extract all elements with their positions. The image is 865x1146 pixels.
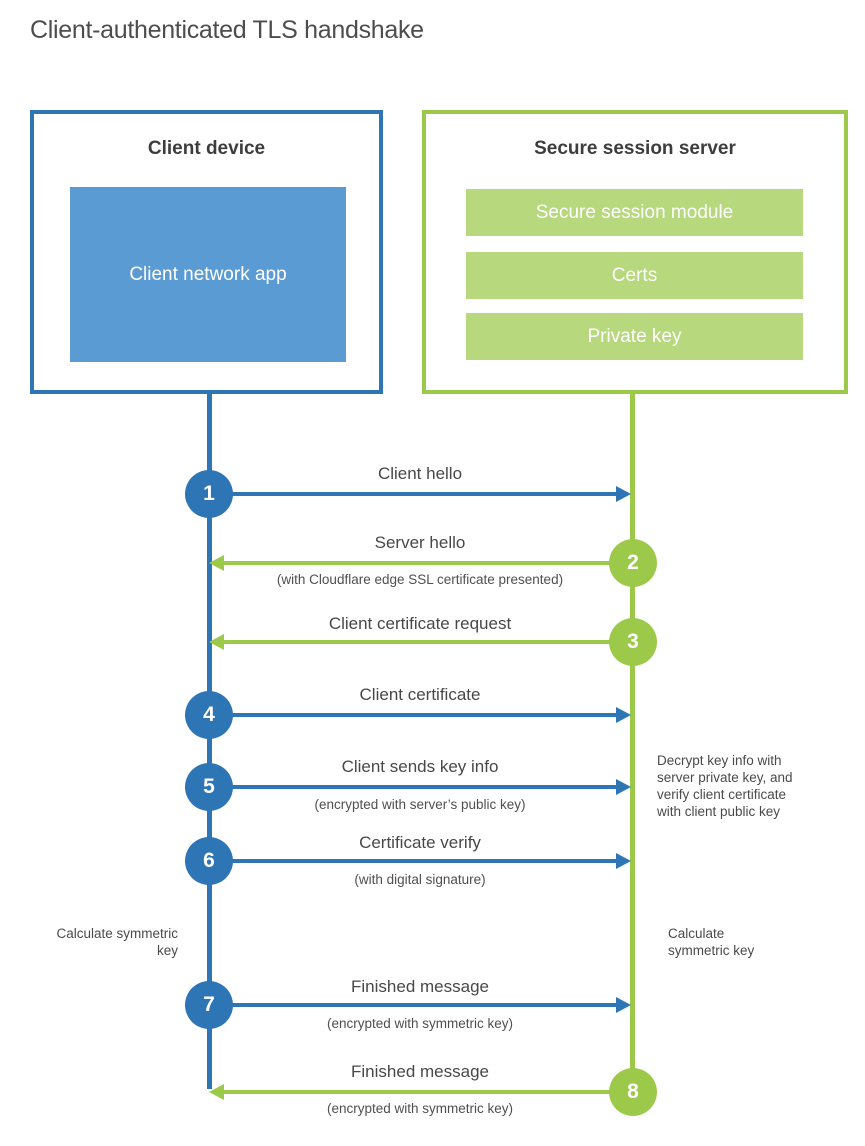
step3-label: Client certificate request: [328, 614, 512, 633]
step2-sublabel: (with Cloudflare edge SSL certificate pr…: [276, 572, 564, 587]
client-network-app-label: Client network app: [129, 263, 287, 285]
step3-arrowhead-icon: [209, 634, 224, 650]
step2-circle: 2: [609, 539, 657, 587]
step6-arrow-line: [209, 859, 616, 863]
decrypt-note-line: server private key, and: [657, 770, 793, 785]
step6-arrowhead-icon: [616, 853, 631, 869]
step3-arrow-line: [224, 640, 633, 644]
step7-arrowhead-icon: [616, 997, 631, 1013]
server-lifeline: [630, 392, 635, 1092]
step5-arrow-line: [209, 785, 616, 789]
step8-label: Finished message: [351, 1062, 489, 1081]
step7-label: Finished message: [351, 977, 489, 996]
step5-arrowhead-icon: [616, 779, 631, 795]
step5-label: Client sends key info: [341, 757, 499, 776]
client-network-app-box: Client network app: [70, 187, 346, 362]
decrypt-note-line: verify client certificate: [657, 787, 787, 802]
step1-circle: 1: [185, 470, 233, 518]
step1-label: Client hello: [377, 464, 463, 483]
step4-label: Client certificate: [359, 685, 481, 704]
decrypt-note-line: with client public key: [657, 804, 781, 819]
step4-arrow-line: [209, 713, 616, 717]
step8-circle: 8: [609, 1068, 657, 1116]
client-device-title: Client device: [147, 138, 266, 159]
server-module-certs: Certs: [466, 252, 803, 299]
step8-sublabel: (encrypted with symmetric key): [326, 1101, 514, 1116]
step5-circle: 5: [185, 763, 233, 811]
step4-circle: 4: [185, 691, 233, 739]
step2-label: Server hello: [374, 533, 466, 552]
step2-arrow-line: [224, 561, 633, 565]
step7-circle: 7: [185, 981, 233, 1029]
decrypt-note-line: Decrypt key info with: [657, 753, 782, 768]
step7-arrow-line: [209, 1003, 616, 1007]
secure-session-server-title: Secure session server: [534, 138, 736, 159]
step6-sublabel: (with digital signature): [354, 872, 486, 887]
decrypt-key-note: Decrypt key info with server private key…: [657, 752, 827, 820]
step6-label: Certificate verify: [359, 833, 481, 852]
step1-arrow-line: [209, 492, 616, 496]
step2-arrowhead-icon: [209, 555, 224, 571]
step5-sublabel: (encrypted with server’s public key): [314, 797, 526, 812]
step7-sublabel: (encrypted with symmetric key): [326, 1016, 514, 1031]
calc-symmetric-key-client-note: Calculate symmetric key: [56, 926, 178, 958]
server-module-secure-session: Secure session module: [466, 189, 803, 236]
step1-arrowhead-icon: [616, 486, 631, 502]
calc-symmetric-key-server-note: Calculate symmetric key: [668, 926, 755, 958]
step3-circle: 3: [609, 618, 657, 666]
step6-circle: 6: [185, 837, 233, 885]
step4-arrowhead-icon: [616, 707, 631, 723]
client-lifeline: [207, 392, 212, 1089]
page-title: Client-authenticated TLS handshake: [30, 16, 424, 44]
step8-arrow-line: [224, 1090, 633, 1094]
step8-arrowhead-icon: [209, 1084, 224, 1100]
server-module-private-key: Private key: [466, 313, 803, 360]
